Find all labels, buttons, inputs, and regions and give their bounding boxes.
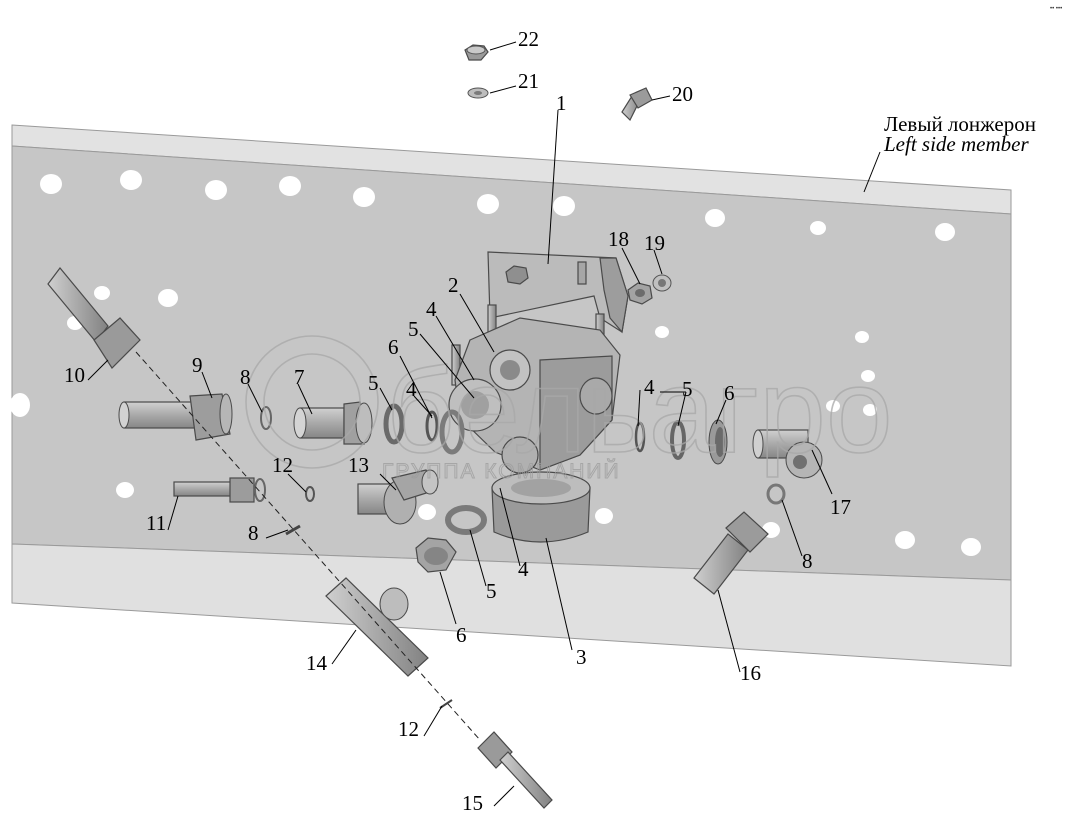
callout-18: 18 <box>608 227 629 251</box>
callout-17: 17 <box>830 495 851 519</box>
mounting-holes <box>10 170 981 556</box>
ring-8-lower <box>285 524 301 536</box>
part-21-washer <box>467 87 489 99</box>
hole <box>863 404 877 416</box>
hole <box>120 170 142 190</box>
part-3-cap <box>491 471 591 543</box>
hole <box>94 286 110 300</box>
hole <box>595 508 613 524</box>
part-11-fitting <box>173 477 266 503</box>
callout-5: 5 <box>486 579 497 603</box>
part-19-washer <box>652 274 672 292</box>
caption-russian: Левый лонжерон <box>884 112 1036 136</box>
callout-labels: 22 21 20 1 18 19 2 4 5 6 5 4 7 8 9 10 12… <box>64 27 851 815</box>
callout-22: 22 <box>518 27 539 51</box>
hole <box>655 326 669 338</box>
ring-4-right <box>634 421 646 453</box>
part-15-bolt <box>477 731 553 809</box>
part-16-sensor <box>693 511 769 595</box>
watermark: бельагро ГРУППА КОМПАНИЙ <box>245 335 893 484</box>
ring-12-upper <box>305 486 315 502</box>
parts <box>47 44 823 809</box>
callout-6: 6 <box>456 623 467 647</box>
hole <box>205 180 227 200</box>
ring-8-upper <box>260 406 272 430</box>
callout-8: 8 <box>240 365 251 389</box>
callout-10: 10 <box>64 363 85 387</box>
hole <box>826 400 840 412</box>
hole <box>895 531 915 549</box>
assembly-axis-line <box>135 351 481 741</box>
ring-6-right <box>708 419 728 465</box>
callout-5: 5 <box>368 371 379 395</box>
part-10-bolt <box>47 267 141 369</box>
callout-12: 12 <box>272 453 293 477</box>
part-6-nut <box>415 537 457 573</box>
callout-2: 2 <box>448 273 459 297</box>
hole <box>810 221 826 235</box>
hole <box>353 187 375 207</box>
callout-5: 5 <box>682 377 693 401</box>
ring-5-right <box>670 420 686 460</box>
caption-english: Left side member <box>883 132 1029 156</box>
part-2-valve-body <box>448 304 621 474</box>
part-14-tee <box>325 577 429 677</box>
part-1-bracket <box>487 251 629 334</box>
part-20-bolt <box>621 87 653 122</box>
callout-4: 4 <box>518 557 529 581</box>
callout-6: 6 <box>724 381 735 405</box>
part-9-union <box>118 393 233 441</box>
part-18-nut <box>627 282 653 305</box>
callout-8: 8 <box>248 521 259 545</box>
hole <box>961 538 981 556</box>
hole <box>861 370 875 382</box>
hole <box>418 504 436 520</box>
side-member-bottom-flange <box>11 543 1012 667</box>
callout-16: 16 <box>740 661 761 685</box>
ring-6-left <box>439 409 465 455</box>
hole <box>705 209 725 227</box>
callout-4: 4 <box>644 375 655 399</box>
callout-15: 15 <box>462 791 483 815</box>
callout-8: 8 <box>802 549 813 573</box>
callout-4: 4 <box>426 297 437 321</box>
callout-14: 14 <box>306 651 328 675</box>
callout-21: 21 <box>518 69 539 93</box>
hole <box>40 174 62 194</box>
hole <box>855 331 869 343</box>
watermark-subtitle: ГРУППА КОМПАНИЙ <box>382 459 621 483</box>
callout-11: 11 <box>146 511 166 535</box>
hole <box>279 176 301 196</box>
callout-4: 4 <box>406 377 417 401</box>
callout-19: 19 <box>644 231 665 255</box>
hole <box>10 393 30 417</box>
hole <box>553 196 575 216</box>
callout-3: 3 <box>576 645 587 669</box>
part-22-nut <box>464 44 489 61</box>
ring-5-left <box>383 403 405 445</box>
callout-5: 5 <box>408 317 419 341</box>
callout-6: 6 <box>388 335 399 359</box>
hole <box>158 289 178 307</box>
part-13-elbow <box>357 469 439 525</box>
callout-9: 9 <box>192 353 203 377</box>
ring-4-left <box>425 410 439 442</box>
ring-5-lower <box>445 505 487 535</box>
side-member-caption: Левый лонжерон Left side member <box>883 112 1036 156</box>
callout-12: 12 <box>398 717 419 741</box>
callout-20: 20 <box>672 82 693 106</box>
callout-13: 13 <box>348 453 369 477</box>
hole <box>935 223 955 241</box>
leader-lines <box>87 41 881 807</box>
hole <box>116 482 134 498</box>
watermark-logo: бельагро <box>386 344 893 478</box>
corner-mark: •• ••• <box>1050 6 1062 12</box>
callout-1: 1 <box>556 91 567 115</box>
callout-7: 7 <box>294 365 305 389</box>
hole <box>477 194 499 214</box>
ring-8-right <box>766 483 786 505</box>
